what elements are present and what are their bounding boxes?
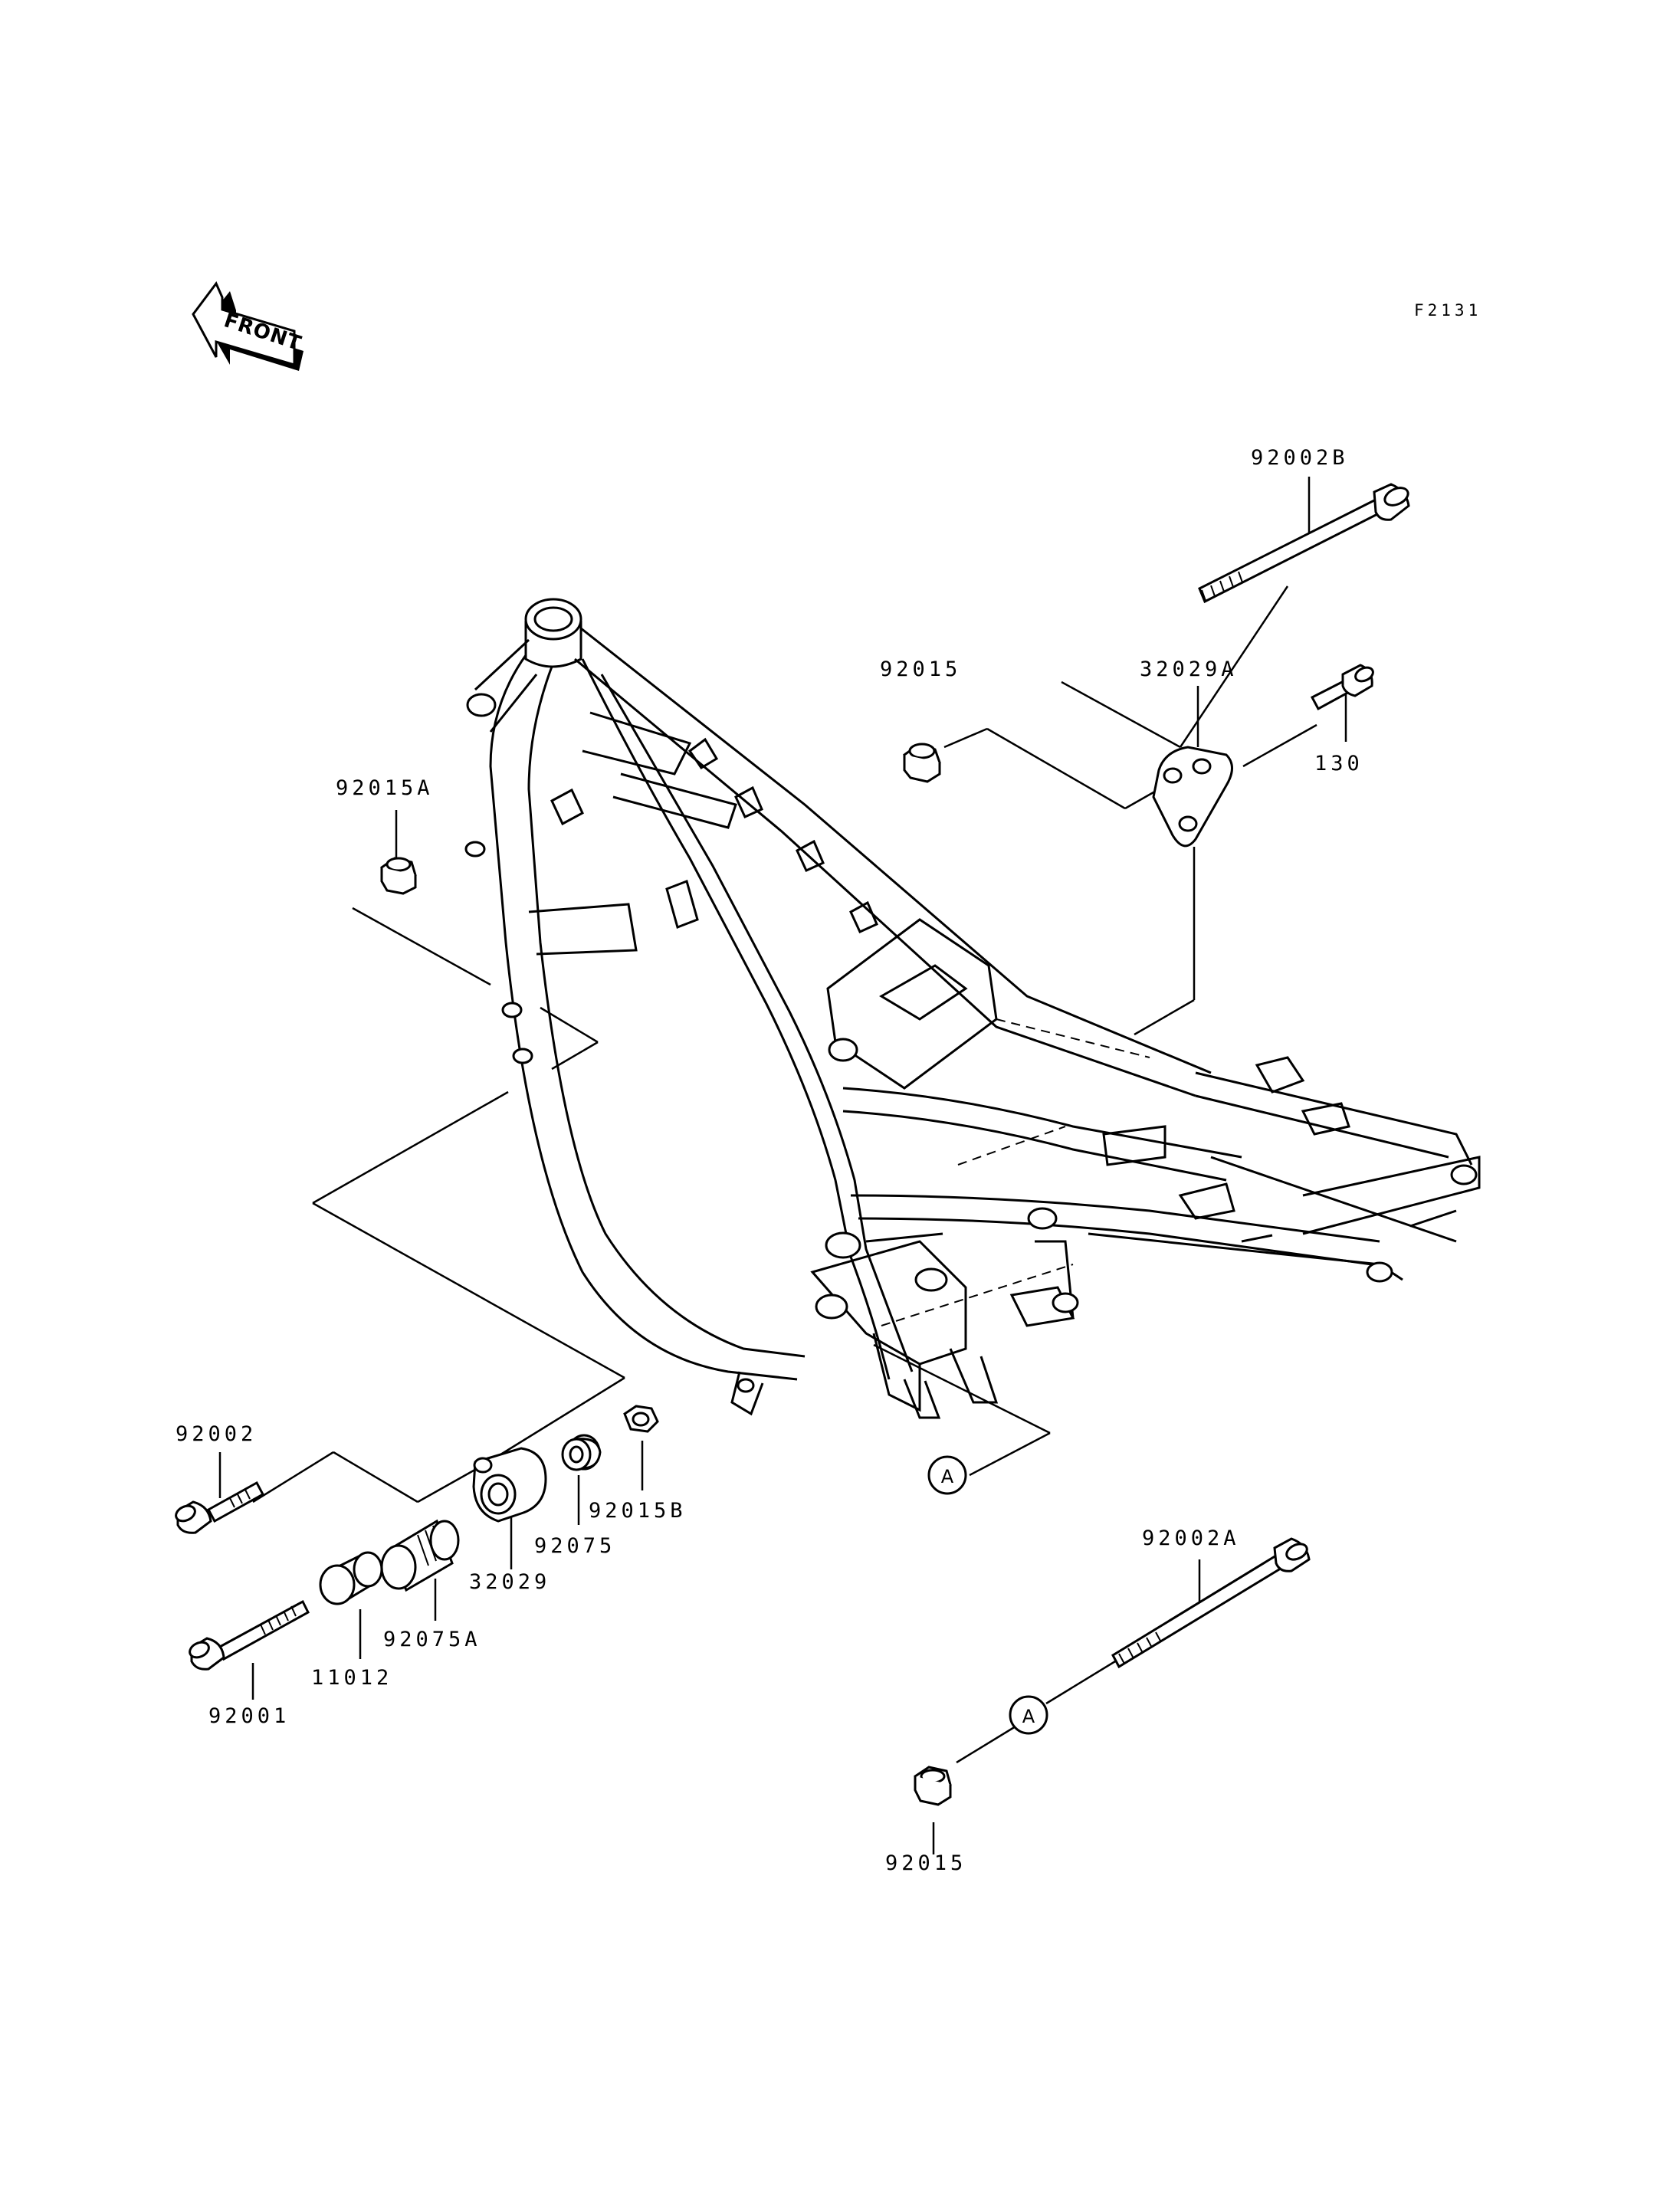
front-direction-arrow-icon: FRONT: [192, 281, 304, 371]
bolt-130-icon: [1310, 664, 1374, 711]
part-label-92075A: 92075A: [383, 1628, 481, 1651]
bolt-92002A-icon: [1111, 1537, 1311, 1669]
part-label-130: 130: [1314, 752, 1363, 776]
part-label-92075: 92075: [534, 1534, 615, 1558]
collar-11012-icon: [319, 1551, 383, 1605]
part-label-11012: 11012: [311, 1666, 392, 1690]
nut-92015A-icon: [380, 857, 417, 895]
ref-marker-a-lower-label: A: [1022, 1706, 1035, 1727]
part-label-92001: 92001: [208, 1704, 290, 1728]
figure-code: F2131: [1414, 301, 1481, 320]
nut-92015-bottom-icon: [914, 1766, 952, 1806]
part-label-32029: 32029: [469, 1570, 550, 1594]
bracket-32029-icon: [472, 1447, 547, 1523]
ref-marker-a-upper: A: [927, 1455, 967, 1495]
part-label-92015-bottom: 92015: [885, 1851, 966, 1875]
bush-92075A-icon: [380, 1519, 460, 1592]
bolt-92002-icon: [175, 1481, 265, 1534]
bracket-32029A-icon: [1152, 746, 1233, 848]
ref-marker-a-upper-label: A: [941, 1466, 954, 1487]
bolt-92002B-icon: [1198, 483, 1410, 604]
part-label-92015-top: 92015: [880, 657, 961, 681]
part-label-92015A: 92015A: [336, 776, 434, 800]
part-label-92002A: 92002A: [1142, 1526, 1240, 1550]
nut-92015B-icon: [623, 1405, 659, 1433]
bolt-92001-icon: [189, 1599, 310, 1671]
ref-marker-a-lower: A: [1009, 1695, 1048, 1735]
bush-92075-icon: [561, 1434, 602, 1471]
part-label-92002B: 92002B: [1251, 446, 1349, 470]
part-label-92015B: 92015B: [589, 1499, 687, 1523]
nut-92015-top-icon: [903, 743, 941, 783]
part-label-92002: 92002: [176, 1422, 257, 1446]
leader-lines: [218, 477, 1347, 1854]
motorcycle-frame: [464, 598, 1481, 1419]
part-label-32029A: 32029A: [1140, 657, 1238, 681]
